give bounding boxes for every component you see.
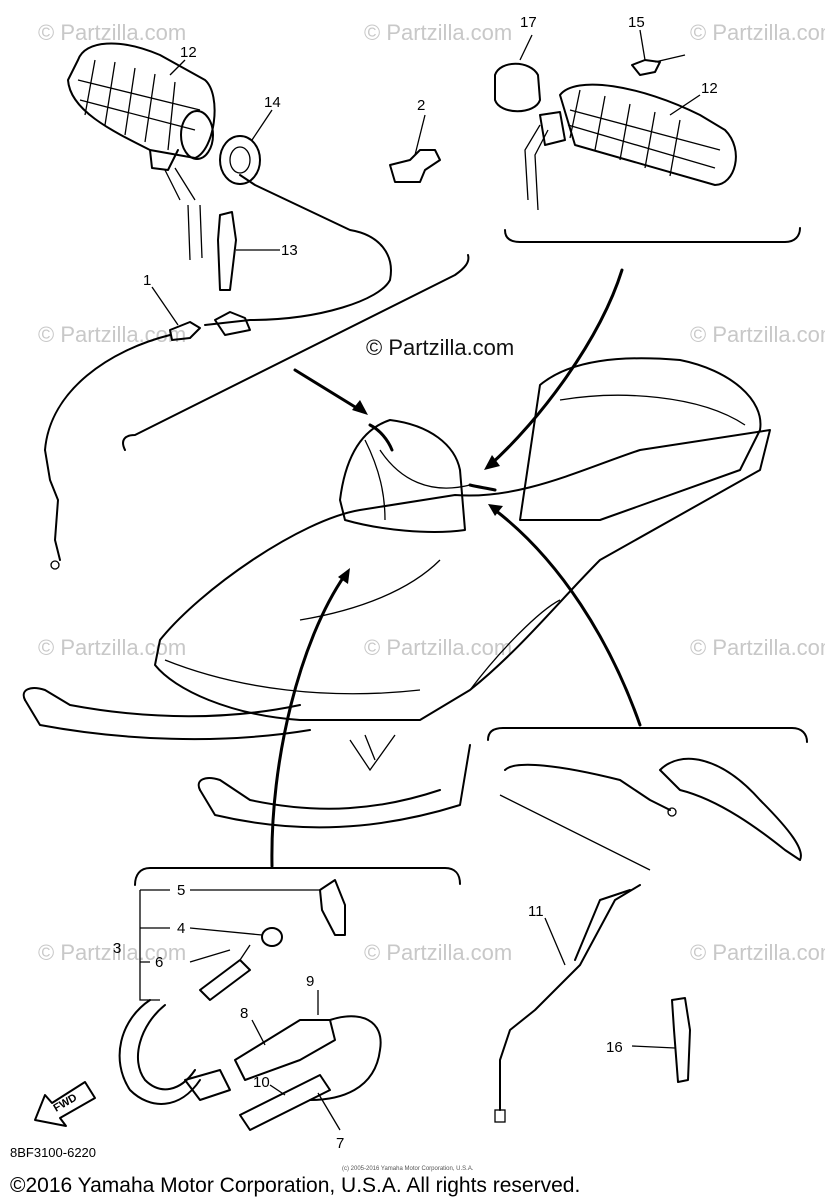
screw-15 [631,54,686,76]
watermark: © Partzilla.com [690,940,825,965]
callout-12-right: 12 [701,80,718,97]
callout-1: 1 [143,272,151,289]
watermark: © Partzilla.com [690,635,825,660]
watermark-grid: © Partzilla.com © Partzilla.com © Partzi… [38,20,825,965]
switch-harness [118,879,382,1131]
callout-17: 17 [520,14,537,31]
watermark: © Partzilla.com [690,322,825,347]
callout-3: 3 [113,940,121,957]
callout-11: 11 [528,903,544,920]
callout-12-left: 12 [180,44,197,61]
group-brackets [122,227,808,886]
cap-17 [494,62,541,113]
callout-9: 9 [306,973,314,990]
fwd-arrow: FWD [34,1081,96,1127]
callout-7: 7 [336,1135,344,1152]
callout-bracket-3 [139,889,320,1001]
watermark: © Partzilla.com [364,940,512,965]
callout-6: 6 [155,954,163,971]
fwd-label: FWD [52,1092,80,1115]
callout-16: 16 [606,1039,623,1056]
band-13 [217,211,237,291]
callout-14: 14 [264,94,281,111]
clip-2 [389,149,441,183]
callout-5: 5 [177,882,185,899]
small-notice: (c) 2005-2016 Yamaha Motor Corporation, … [342,1166,474,1172]
snowmobile-illustration [22,357,771,829]
callout-leaders [151,29,701,1131]
leader-arrows [270,268,642,868]
callout-2: 2 [417,97,425,114]
brake-cable-11 [494,757,802,1123]
grip-left [67,42,216,261]
throttle-cable-1 [44,174,392,570]
callout-8: 8 [240,1005,248,1022]
watermark: © Partzilla.com [690,20,825,45]
band-16 [671,997,691,1083]
callout-10: 10 [253,1074,270,1091]
diagram-code: 8BF3100-6220 [10,1145,96,1160]
watermark: © Partzilla.com [364,20,512,45]
callout-4: 4 [177,920,185,937]
callout-15: 15 [628,14,645,31]
watermark: © Partzilla.com [38,20,186,45]
grip-right [524,83,737,211]
watermark-prominent: © Partzilla.com [366,335,514,360]
watermark: © Partzilla.com [364,635,512,660]
watermark: © Partzilla.com [38,940,186,965]
callout-numbers: 1 2 3 4 5 6 7 8 9 10 11 12 12 13 14 15 1… [113,14,718,1152]
watermark: © Partzilla.com [38,322,186,347]
ring-14 [219,135,261,185]
copyright-notice: ©2016 Yamaha Motor Corporation, U.S.A. A… [10,1174,580,1197]
watermark: © Partzilla.com [38,635,186,660]
callout-13: 13 [281,242,298,259]
